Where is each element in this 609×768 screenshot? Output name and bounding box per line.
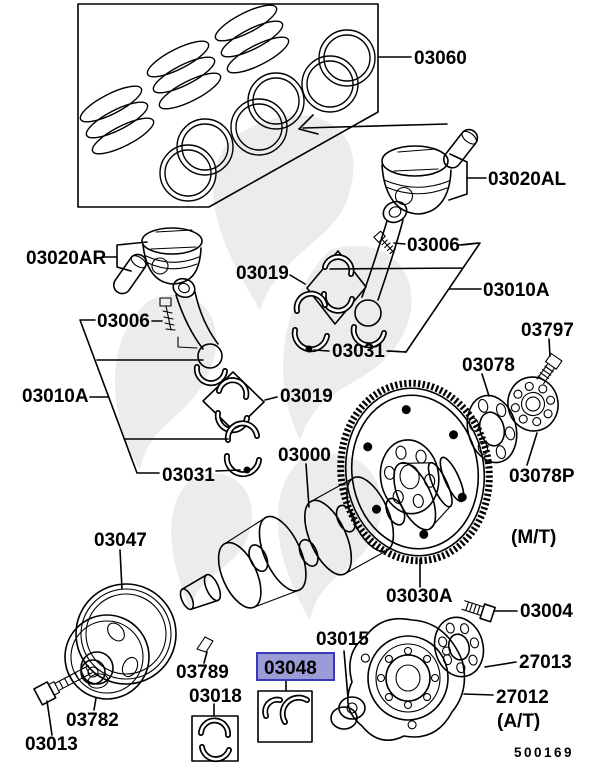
connecting-rod-right [350,200,408,349]
bolt-03004 [461,600,496,623]
rod-bearing-left [202,371,265,478]
label-03010A-left: 03010A [22,386,89,407]
drawing-code: 500169 [514,745,574,760]
label-at-note: (A/T) [497,711,540,732]
label-03047: 03047 [94,530,147,551]
label-03797: 03797 [521,320,574,341]
part-labels: 03060 03020AL 03020AR 03006 03019 03010A… [22,48,575,760]
label-03078P: 03078P [509,466,575,487]
key-03789 [196,636,214,653]
label-03060: 03060 [414,48,467,69]
watermark-emblem [115,115,412,620]
label-03006-right: 03006 [407,235,460,256]
thrust-washer-box-03048 [257,690,313,743]
label-03030A: 03030A [386,586,453,607]
label-03020AR: 03020AR [26,248,107,269]
highlighted-part-badge[interactable] [256,652,335,681]
label-03789: 03789 [176,662,229,683]
label-03031-mid: 03031 [332,341,385,362]
adapter-plate-27013 [433,616,485,678]
bushing-03015 [330,696,366,730]
label-03020AL: 03020AL [488,169,567,190]
label-27013: 27013 [519,652,572,673]
piston-03020AL [381,128,487,215]
label-03015: 03015 [316,629,369,650]
pulley-group [64,583,177,700]
label-03000: 03000 [278,445,331,466]
piston-03020AR [103,227,203,295]
label-03078: 03078 [462,355,515,376]
plate-03078P [507,376,559,432]
connecting-rod-left [159,277,228,387]
label-03006-left: 03006 [97,311,150,332]
label-03031-left: 03031 [162,465,215,486]
bolt-03797 [536,352,563,385]
label-03013: 03013 [25,734,78,755]
label-03004: 03004 [520,601,573,622]
label-03782: 03782 [66,710,119,731]
label-03019-right: 03019 [236,263,289,284]
label-03010A-right: 03010A [483,280,550,301]
plate-03078 [466,394,518,464]
bearing-box-03018 [191,715,239,763]
leader-lines [46,56,551,736]
label-mt-note: (M/T) [511,527,556,548]
label-03018: 03018 [189,686,242,707]
bolt-03013 [33,665,93,706]
piston-ring-set-box [77,3,448,208]
label-27012: 27012 [496,687,549,708]
label-03048-highlighted[interactable]: 03048 [264,658,317,679]
label-03019-left: 03019 [280,386,333,407]
